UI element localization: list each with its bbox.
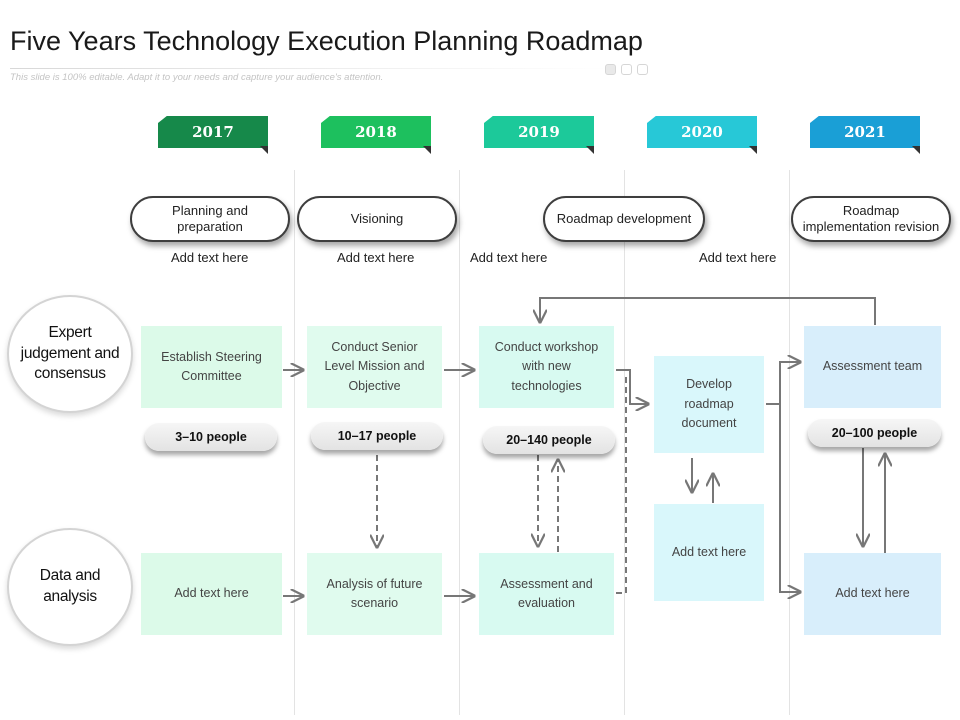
phase-visioning: Visioning: [297, 196, 457, 242]
box-establish-steering-committee: Establish Steering Committee: [141, 326, 282, 408]
year-banner-2021: 2021: [810, 116, 920, 148]
phase-note: Add text here: [699, 250, 777, 265]
box-add-text-2020: Add text here: [654, 504, 764, 601]
people-badge-2017: 3–10 people: [145, 423, 277, 451]
banner-fold: [260, 146, 268, 154]
box-conduct-senior-level: Conduct Senior Level Mission and Objecti…: [307, 326, 442, 408]
column-divider: [789, 170, 790, 715]
page-subtitle: This slide is 100% editable. Adapt it to…: [10, 72, 384, 83]
people-badge-2019: 20–140 people: [483, 426, 615, 454]
year-banner-2019: 2019: [484, 116, 594, 148]
slide-dot-indicator: [637, 64, 648, 75]
connector-eval-to-workshop-dashed: [616, 373, 627, 594]
box-assessment-evaluation: Assessment and evaluation: [479, 553, 614, 635]
box-add-text-2017: Add text here: [141, 553, 282, 635]
box-assessment-team: Assessment team: [804, 326, 941, 408]
people-badge-2018: 10–17 people: [311, 422, 443, 450]
title-divider: [10, 68, 610, 69]
slide-dot-indicator: [621, 64, 632, 75]
banner-fold: [586, 146, 594, 154]
phase-note: Add text here: [470, 250, 548, 265]
box-add-text-2021: Add text here: [804, 553, 941, 635]
phase-note: Add text here: [171, 250, 249, 265]
year-banner-2018: 2018: [321, 116, 431, 148]
column-divider: [459, 170, 460, 715]
page-title: Five Years Technology Execution Planning…: [10, 26, 643, 56]
slide-dot-indicator: [605, 64, 616, 75]
year-banner-2020: 2020: [647, 116, 757, 148]
arrow-develop-to-assessment-team: [766, 362, 800, 405]
year-banner-2017: 2017: [158, 116, 268, 148]
arrow-assessment-team-to-workshop: [540, 297, 876, 325]
people-badge-2021: 20–100 people: [808, 419, 941, 447]
arrow-workshop-to-develop: [616, 369, 648, 404]
phase-note: Add text here: [337, 250, 415, 265]
row-label-expert-judgement: Expert judgement and consensus: [7, 295, 133, 413]
box-conduct-workshop: Conduct workshop with new technologies: [479, 326, 614, 408]
box-analysis-future-scenario: Analysis of future scenario: [307, 553, 442, 635]
arrow-develop-to-addtext-2021: [779, 404, 800, 592]
banner-fold: [912, 146, 920, 154]
column-divider: [294, 170, 295, 715]
banner-fold: [423, 146, 431, 154]
banner-fold: [749, 146, 757, 154]
phase-roadmap-development: Roadmap development: [543, 196, 705, 242]
phase-roadmap-implementation-revision: Roadmap implementation revision: [791, 196, 951, 242]
row-label-data-analysis: Data and analysis: [7, 528, 133, 646]
column-divider: [624, 170, 625, 715]
phase-planning-preparation: Planning and preparation: [130, 196, 290, 242]
box-develop-roadmap-document: Develop roadmap document: [654, 356, 764, 453]
